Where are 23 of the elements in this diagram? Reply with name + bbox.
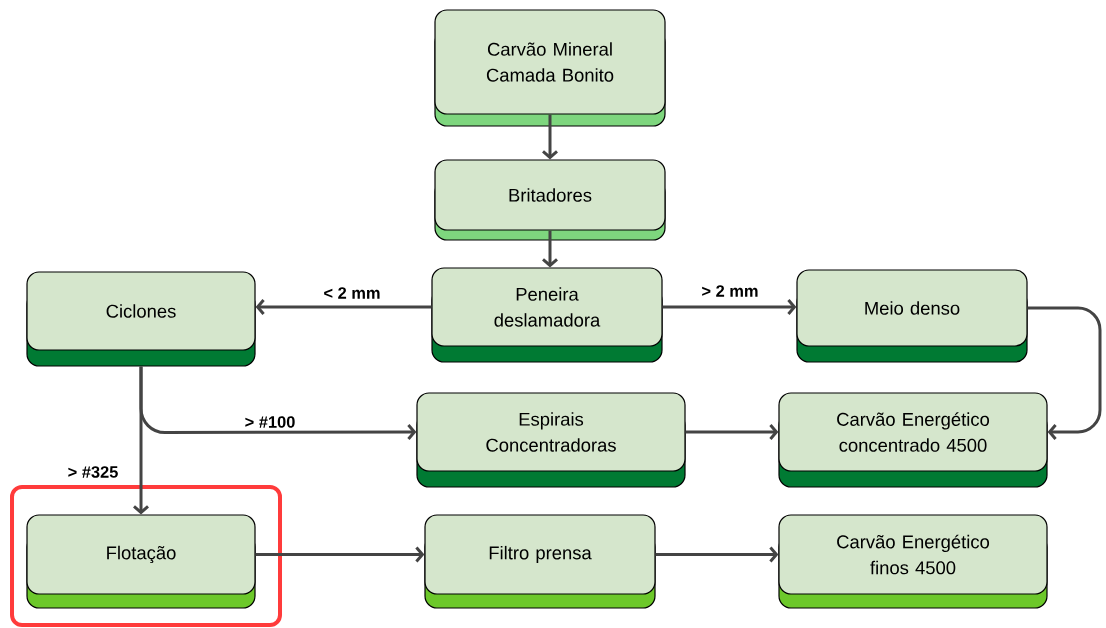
process-box: Meio denso: [796, 269, 1028, 363]
process-box: Espirais Concentradoras: [416, 392, 686, 488]
edge-label: > #325: [66, 465, 120, 479]
arrow: [662, 299, 797, 315]
process-box: Carvão Energético concentrado 4500: [778, 392, 1048, 488]
process-box: Filtro prensa: [424, 514, 656, 609]
arrow: [255, 299, 432, 315]
arrow: [1027, 306, 1102, 440]
arrow: [133, 366, 149, 515]
edge-label: > #100: [243, 415, 297, 429]
arrow: [255, 546, 425, 563]
process-box: Britadores: [434, 159, 666, 241]
arrow: [542, 114, 558, 160]
edge-label: > 2 mm: [700, 284, 760, 298]
process-box: Carvão Mineral Camada Bonito: [434, 9, 666, 127]
process-box: Carvão Energético finos 4500: [778, 514, 1048, 609]
arrow: [655, 546, 779, 563]
process-box: Peneira deslamadora: [431, 267, 663, 363]
arrow: [685, 424, 779, 440]
edge-label: < 2 mm: [322, 286, 382, 300]
process-box: Flotação: [26, 514, 256, 609]
process-box: Ciclones: [26, 271, 256, 367]
arrow: [542, 230, 558, 268]
